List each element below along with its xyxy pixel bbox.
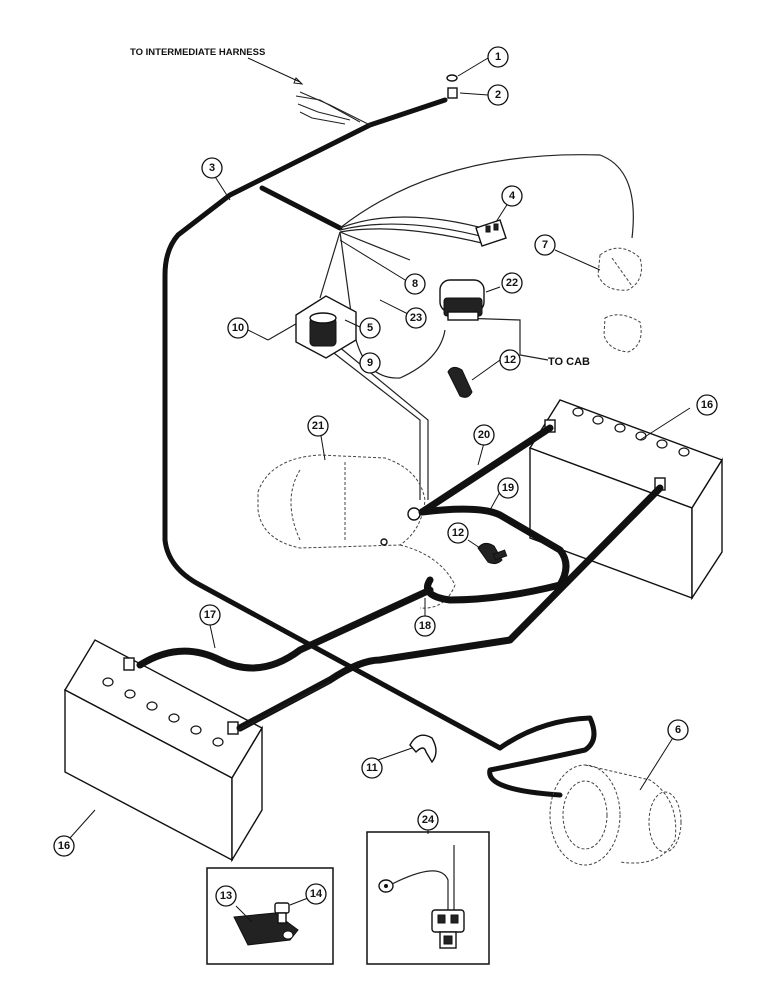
callout-23: 23	[405, 307, 427, 329]
callout-10-number: 10	[232, 322, 244, 334]
callout-21-number: 21	[312, 420, 324, 432]
harness-clip-part	[409, 734, 437, 764]
callout-18: 18	[414, 615, 436, 637]
callout-10: 10	[227, 317, 249, 339]
battery-cables	[136, 424, 664, 732]
callout-14: 14	[305, 883, 327, 905]
callout-11: 11	[361, 757, 383, 779]
battery-left	[64, 639, 263, 863]
callout-13: 13	[215, 885, 237, 907]
callout-1: 3	[201, 157, 223, 179]
callout-3-number: 1	[495, 51, 501, 63]
main-harness	[162, 91, 634, 798]
callout-17: 17	[199, 604, 221, 626]
callout-14-number: 14	[310, 888, 323, 900]
inset-box-24	[366, 831, 490, 965]
callout-17-number: 17	[204, 609, 216, 621]
solenoid-part	[295, 295, 357, 359]
callout-22-number: 22	[506, 277, 518, 289]
callout-19-number: 19	[502, 482, 514, 494]
callout-23-number: 23	[410, 312, 422, 324]
callout-18-number: 18	[419, 620, 431, 632]
callout-24: 24	[417, 809, 439, 831]
callout-5-number: 5	[367, 322, 373, 334]
callout-13-number: 13	[220, 890, 232, 902]
callout-16-number: 16	[701, 399, 713, 411]
starter-motor	[257, 454, 456, 609]
callout-8: 8	[404, 273, 426, 295]
callout-16-left: 16	[53, 835, 75, 857]
phantom-component-7	[597, 247, 642, 353]
callout-6: 6	[667, 719, 689, 741]
callout-16-number: 16	[58, 840, 70, 852]
relay-part	[475, 219, 507, 247]
callout-19: 19	[497, 477, 519, 499]
callout-9-number: 9	[367, 357, 373, 369]
battery-right	[528, 399, 724, 601]
callout-12-upper: 12	[499, 349, 521, 371]
to-cab-label: TO CAB	[548, 356, 590, 368]
callout-16-right: 16	[696, 394, 718, 416]
callout-4: 4	[501, 185, 523, 207]
switch-part	[439, 279, 485, 321]
callout-7: 7	[534, 234, 556, 256]
callout-21: 21	[307, 415, 329, 437]
callout-2-number: 2	[495, 89, 501, 101]
terminal-boot-upper	[447, 366, 473, 398]
terminal-cap-part	[446, 74, 458, 99]
callout-24-number: 24	[422, 814, 435, 826]
callout-20: 20	[473, 424, 495, 446]
callout-12-lower: 12	[447, 522, 469, 544]
inset-box-13-14	[206, 867, 334, 965]
callout-12-number: 12	[452, 527, 464, 539]
callout-5: 5	[359, 317, 381, 339]
callout-22: 22	[501, 272, 523, 294]
callout-8-number: 8	[412, 278, 418, 290]
callout-20-number: 20	[478, 429, 490, 441]
terminal-boot-lower	[477, 542, 508, 565]
callout-6-number: 6	[675, 724, 681, 736]
callout-12-number: 12	[504, 354, 516, 366]
callout-2: 2	[487, 84, 509, 106]
callout-7-number: 7	[542, 239, 548, 251]
callout-9: 9	[359, 352, 381, 374]
callout-4-number: 4	[509, 190, 516, 202]
callout-3: 1	[487, 46, 509, 68]
callout-1-number: 3	[209, 162, 215, 174]
alternator	[549, 764, 682, 866]
callout-11-number: 11	[366, 762, 378, 774]
intermediate-harness-label: TO INTERMEDIATE HARNESS	[130, 47, 265, 58]
